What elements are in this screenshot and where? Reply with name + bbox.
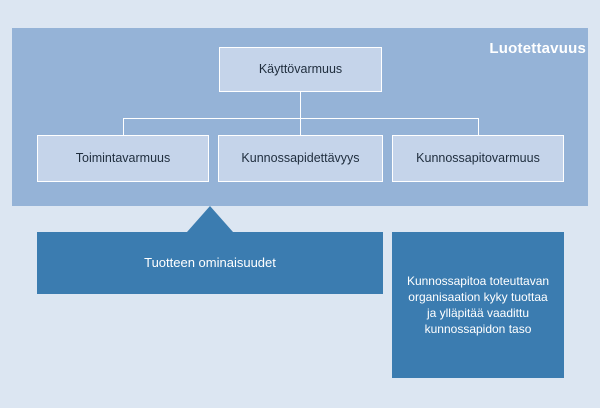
node-toimintavarmuus: Toimintavarmuus <box>37 135 209 182</box>
node-kayttovarmuus: Käyttövarmuus <box>219 47 382 92</box>
connector-vertical-middle <box>300 118 301 135</box>
node-kunnossapitovarmuus: Kunnossapitovarmuus <box>392 135 564 182</box>
connector-vertical-left <box>123 118 124 135</box>
node-tuotteen-ominaisuudet: Tuotteen ominaisuudet <box>37 232 383 294</box>
band-title: Luotettavuus <box>489 40 586 57</box>
connector-vertical-right <box>478 118 479 135</box>
node-kunnossapito-organisaatio: Kunnossapitoa toteuttavan organisaation … <box>392 232 564 378</box>
arrow-up-icon <box>187 206 233 232</box>
node-kunnossapito-organisaatio-text: Kunnossapitoa toteuttavan organisaation … <box>406 273 550 337</box>
node-kunnossapidettavyys: Kunnossapidettävyys <box>218 135 383 182</box>
connector-vertical-top <box>300 92 301 118</box>
